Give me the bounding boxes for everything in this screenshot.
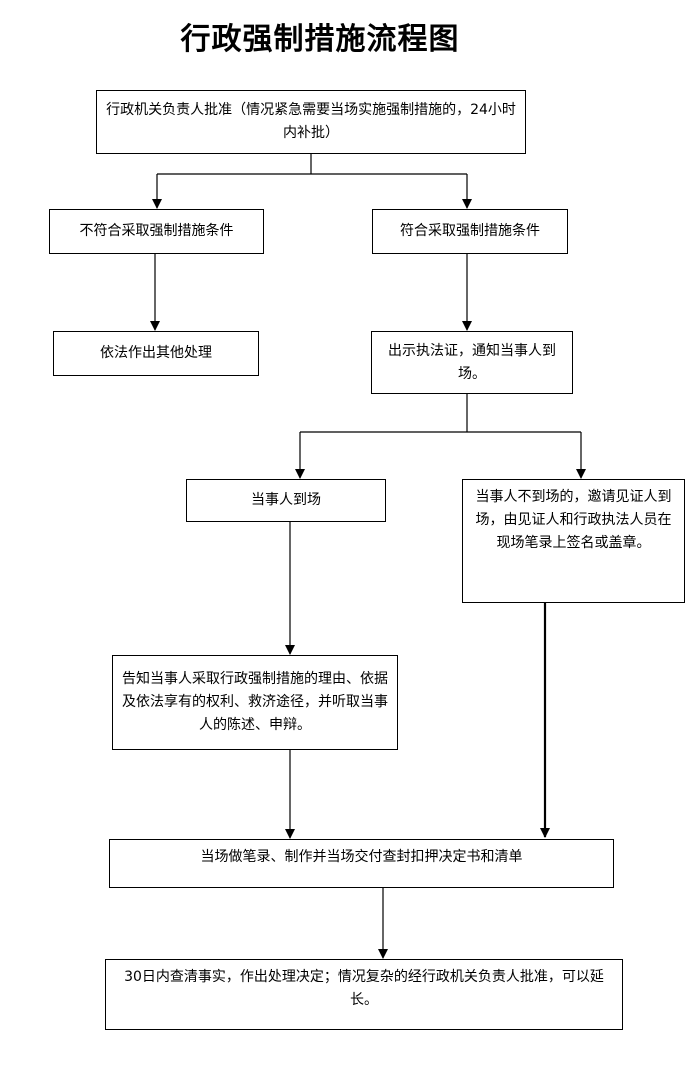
node-decide-text: 30日内查清事实，作出处理决定；情况复杂的经行政机关负责人批准，可以延长。 [124,969,604,1008]
node-record-and-deliver: 当场做笔录、制作并当场交付查封扣押决定书和清单 [109,839,614,888]
node-meet-text: 符合采取强制措施条件 [400,223,540,239]
node-show-certificate: 出示执法证，通知当事人到场。 [371,331,573,394]
node-inform-party: 告知当事人采取行政强制措施的理由、依据及依法享有的权利、救济途径，并听取当事人的… [112,655,398,750]
node-inform-text: 告知当事人采取行政强制措施的理由、依据及依法享有的权利、救济途径，并听取当事人的… [122,671,388,733]
node-show-cert-text: 出示执法证，通知当事人到场。 [388,342,556,382]
page-title: 行政强制措施流程图 [180,22,460,57]
node-present-text: 当事人到场 [251,492,321,508]
node-meet-conditions: 符合采取强制措施条件 [372,209,568,254]
node-party-absent: 当事人不到场的，邀请见证人到场，由见证人和行政执法人员在现场笔录上签名或盖章。 [462,479,685,603]
node-other-handling: 依法作出其他处理 [53,331,259,376]
node-other-text: 依法作出其他处理 [100,345,212,361]
node-not-meet-text: 不符合采取强制措施条件 [79,223,234,239]
node-not-meet-conditions: 不符合采取强制措施条件 [49,209,264,254]
node-approval-text: 行政机关负责人批准（情况紧急需要当场实施强制措施的，24小时内补批） [106,102,516,141]
node-approval: 行政机关负责人批准（情况紧急需要当场实施强制措施的，24小时内补批） [96,90,526,154]
node-party-present: 当事人到场 [186,479,386,522]
node-decide-30-days: 30日内查清事实，作出处理决定；情况复杂的经行政机关负责人批准，可以延长。 [105,959,623,1030]
node-record-text: 当场做笔录、制作并当场交付查封扣押决定书和清单 [200,849,523,865]
node-absent-text: 当事人不到场的，邀请见证人到场，由见证人和行政执法人员在现场笔录上签名或盖章。 [475,489,672,551]
